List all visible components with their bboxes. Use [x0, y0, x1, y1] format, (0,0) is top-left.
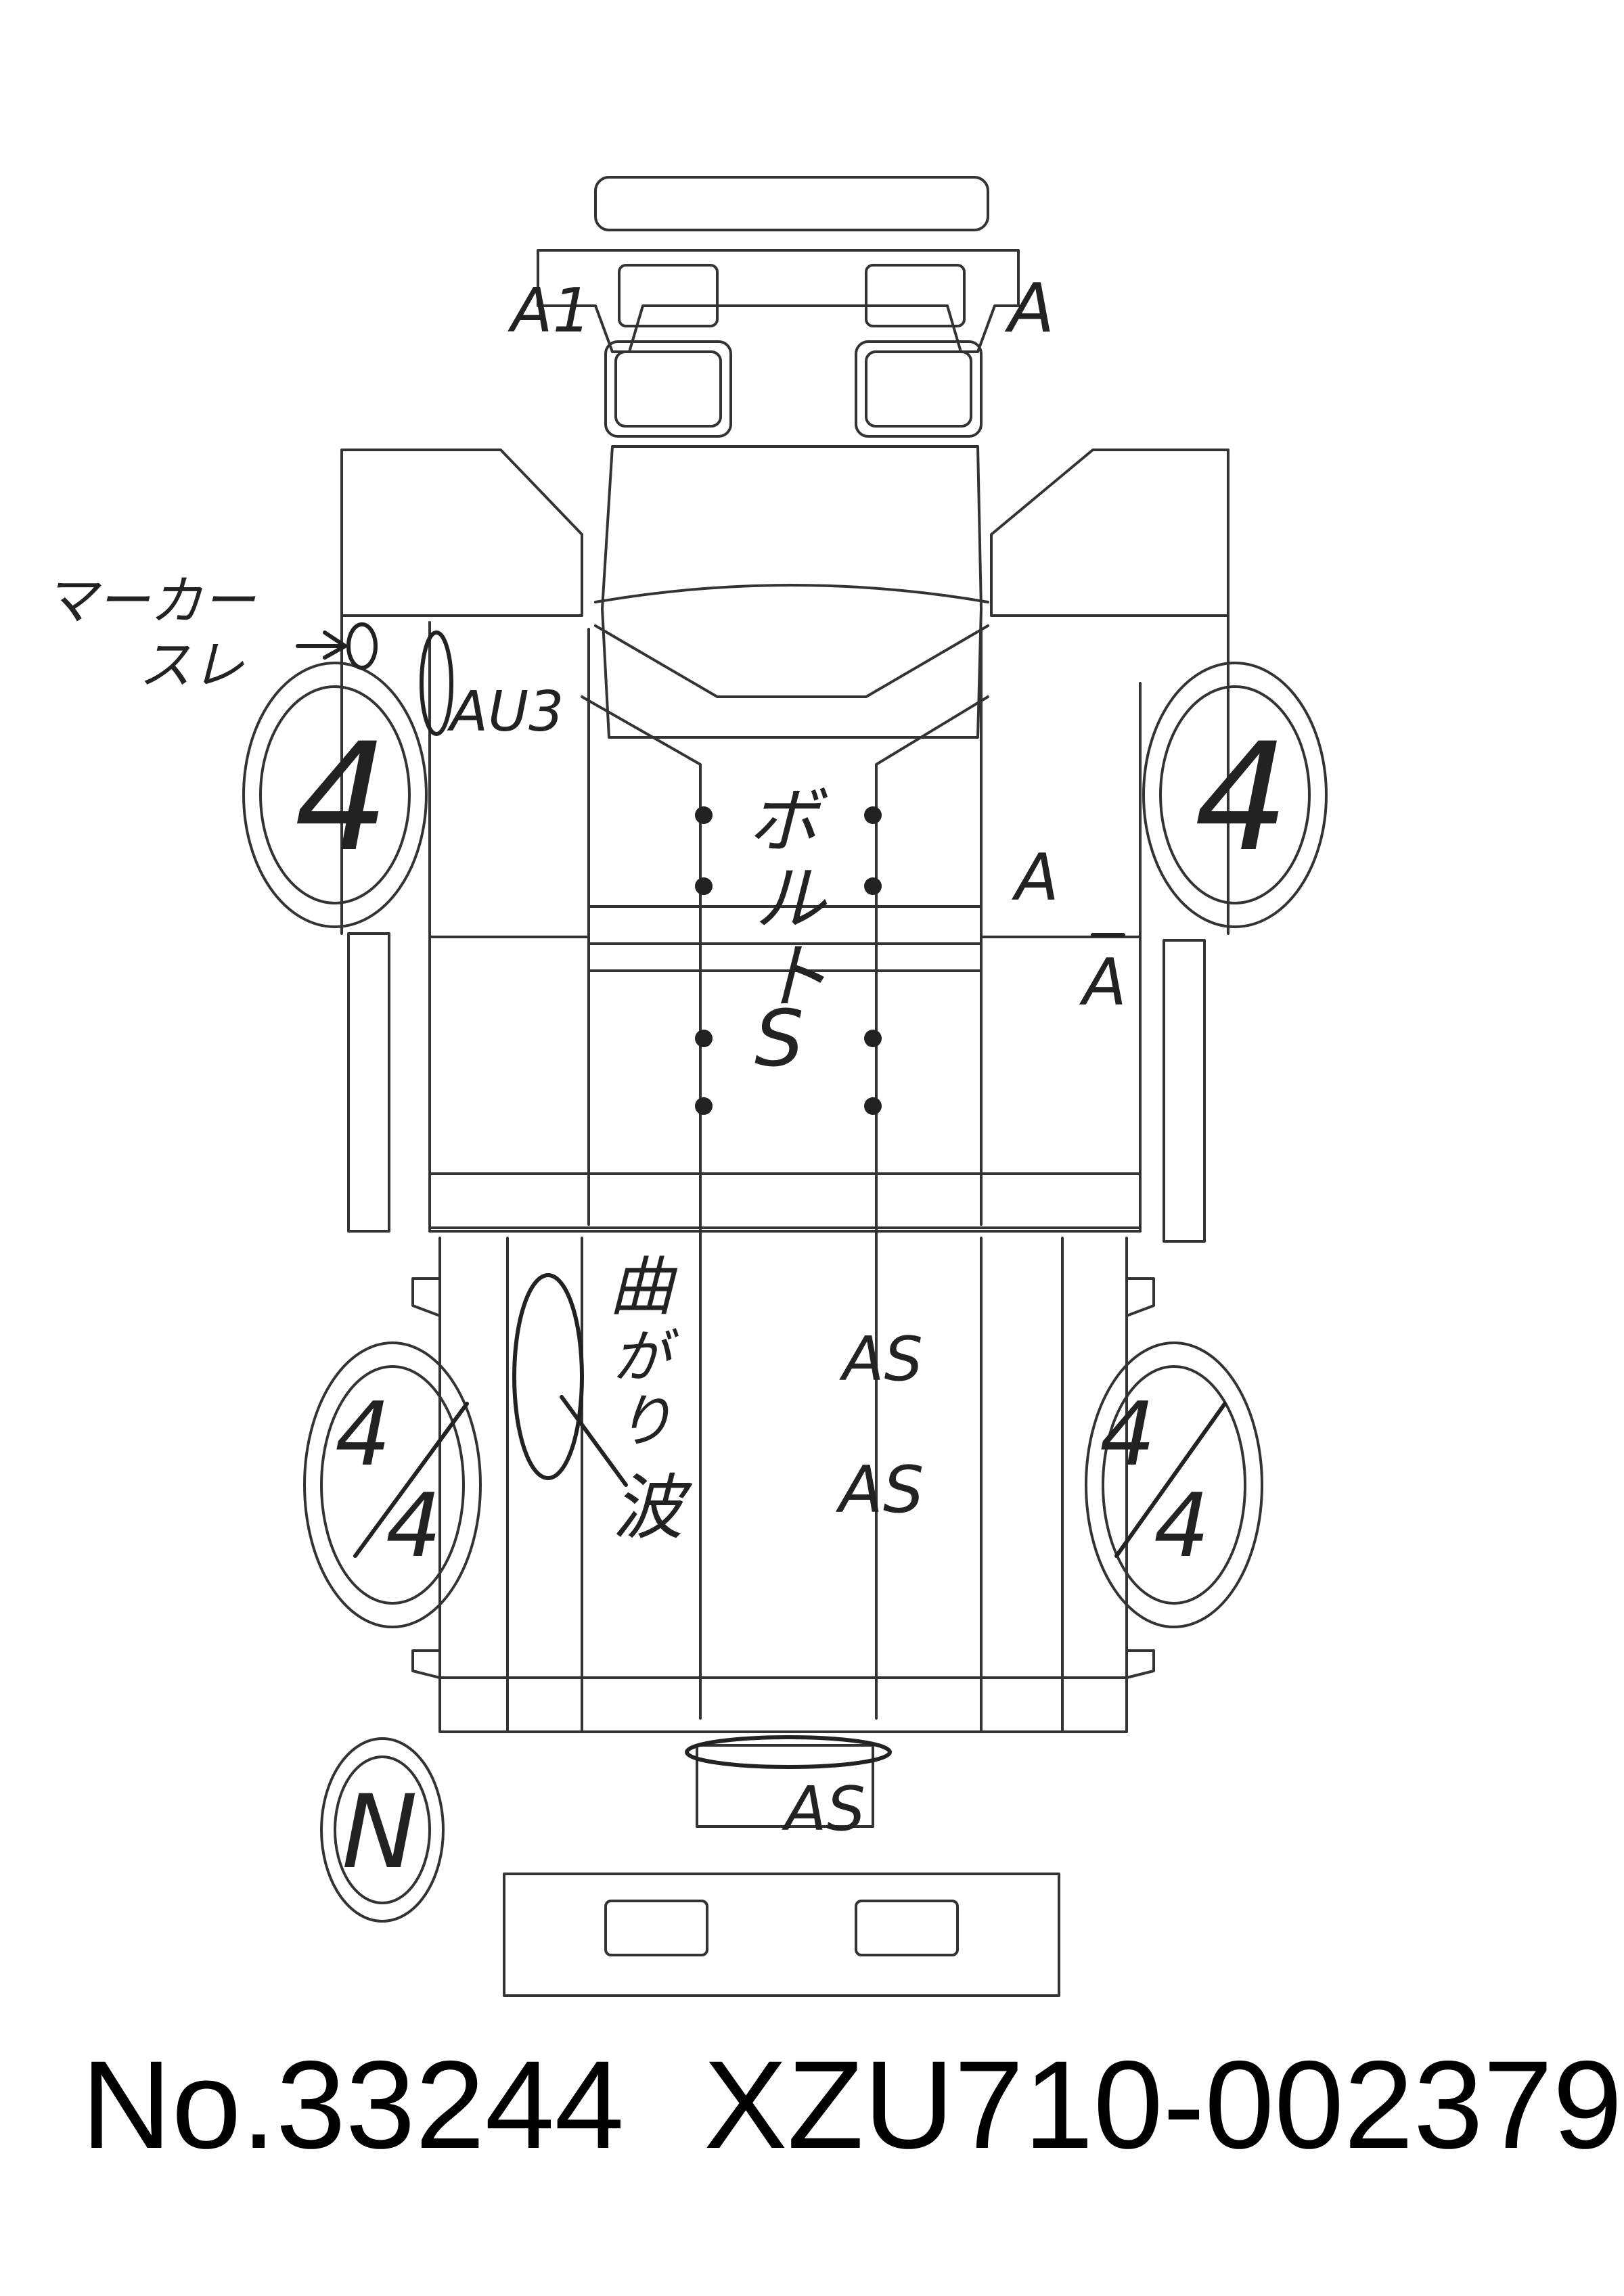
- deck-bent-arrow: [560, 1395, 628, 1487]
- mirror-note: AU3: [447, 680, 564, 744]
- frame-note-line4: S: [754, 994, 804, 1084]
- tire-rear-right-grade-bottom: 4: [1154, 1474, 1210, 1577]
- front-bumper-right-note: A: [1004, 269, 1054, 348]
- marker-arrow: [296, 622, 378, 670]
- deck-diagram: [411, 1237, 1155, 1997]
- tire-front-left-grade: 4: [294, 711, 389, 884]
- deck-bent-line3: り: [616, 1388, 673, 1455]
- deck-bent-circle: [512, 1273, 584, 1480]
- deck-wave-note: 波: [612, 1467, 693, 1549]
- rear-step-circle: [685, 1735, 892, 1769]
- frame-note-line2: ル: [754, 858, 828, 940]
- front-bumper-diagram: [537, 176, 1020, 438]
- tire-rear-right: [1085, 1341, 1263, 1628]
- tire-rear-left: [303, 1341, 482, 1628]
- tire-front-right: [1142, 662, 1328, 928]
- lot-number: No.33244: [81, 2036, 624, 2175]
- tire-front-right-grade: 4: [1194, 711, 1289, 884]
- chassis-number: XZU710-0023790: [704, 2036, 1624, 2175]
- tire-rear-right-grade-top: 4: [1100, 1383, 1156, 1486]
- front-bumper-left-note: A1: [508, 275, 591, 346]
- frame-bolt-dots: [695, 806, 882, 1115]
- tire-rear-left-grade-bottom: 4: [386, 1474, 442, 1577]
- tire-rear-right-slash: [1114, 1402, 1227, 1558]
- marker-note-line1: マーカー: [44, 571, 256, 632]
- rear-step-as-note: AS: [782, 1774, 865, 1845]
- mirror-damage-circle: [420, 630, 453, 736]
- marker-note-line2: スレ: [139, 635, 244, 696]
- deck-bent-line2: が: [612, 1324, 679, 1391]
- cab-right-note-1: A: [1011, 841, 1059, 915]
- tire-rear-left-slash: [353, 1402, 469, 1558]
- cab-diagram: [340, 445, 1230, 1720]
- deck-as-note-1: AS: [839, 1324, 923, 1395]
- deck-as-note-2: AS: [835, 1453, 924, 1528]
- tire-front-left: [242, 662, 428, 928]
- tire-rear-left-grade-top: 4: [335, 1383, 391, 1486]
- frame-note-line3: ト: [758, 936, 829, 1018]
- deck-bent-line1: 曲: [609, 1250, 678, 1325]
- spare-tire-grade: N: [342, 1774, 418, 1891]
- frame-note-line1: ボ: [748, 780, 828, 863]
- spare-tire: [320, 1737, 445, 1923]
- cab-right-note-2: A: [1079, 946, 1127, 1020]
